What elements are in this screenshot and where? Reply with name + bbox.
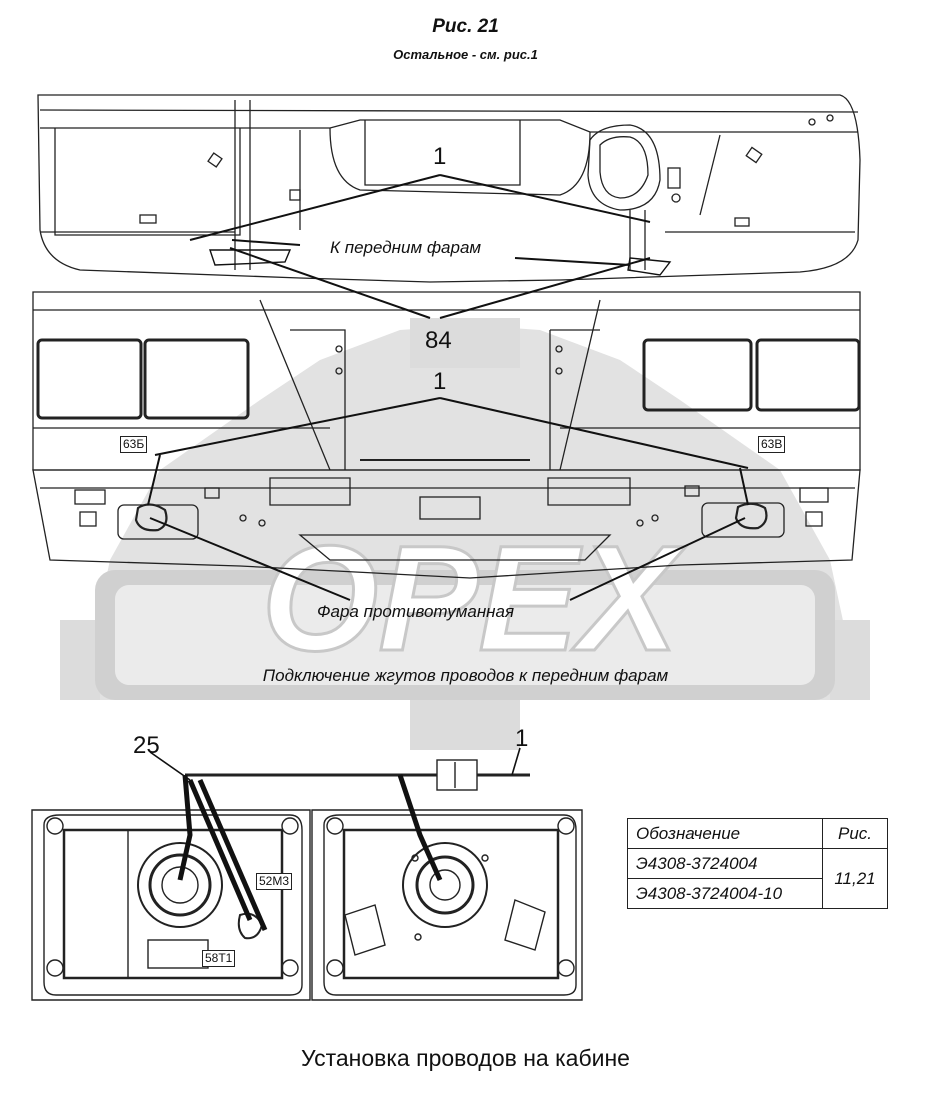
cab-front-panel-drawing	[32, 291, 861, 579]
spec-table-header-row: Обозначение Рис.	[627, 818, 888, 849]
spec-header-fig: Рис.	[822, 818, 888, 849]
callout-fog-light-label: Фара противотуманная	[317, 602, 515, 621]
watermark-text: OPEX	[262, 514, 687, 682]
callout-1-bottom: 1	[515, 725, 529, 752]
spec-row-2-designation: Э4308-3724004-10	[627, 878, 823, 909]
wire-tag-63b: 63Б	[120, 436, 148, 453]
callout-1-mid: 1	[433, 368, 447, 395]
callout-headlights-label: К передним фарам	[328, 238, 484, 258]
callout-25: 25	[133, 732, 160, 759]
callout-84: 84	[425, 327, 452, 354]
wire-tag-63v: 63В	[758, 436, 786, 453]
wire-tag-52m3: 52М3	[256, 873, 293, 890]
spec-table: Обозначение Рис. Э4308-3724004 11,21 Э43…	[627, 818, 888, 909]
caption-installation: Установка проводов на кабине	[301, 1045, 630, 1071]
headlight-detail-drawing	[31, 759, 583, 1001]
wire-tag-58t1: 58Т1	[202, 950, 236, 967]
bottom-leader-lines	[149, 747, 521, 781]
caption-connection: Подключение жгутов проводов к передним ф…	[262, 666, 669, 685]
leader-lines	[147, 174, 749, 601]
table-row: Э4308-3724004 11,21	[627, 848, 888, 909]
callout-1-top: 1	[433, 143, 447, 170]
spec-header-designation: Обозначение	[627, 818, 823, 849]
spec-row-1-designation: Э4308-3724004	[627, 848, 823, 879]
figure-title: Рис. 21	[432, 16, 499, 37]
bottom-wires	[177, 774, 443, 931]
spec-fig-value: 11,21	[822, 848, 888, 909]
watermark-gear-icon	[60, 318, 870, 750]
table-row: Э4308-3724004-10	[627, 878, 888, 909]
figure-subtitle: Остальное - см. рис.1	[393, 47, 538, 62]
